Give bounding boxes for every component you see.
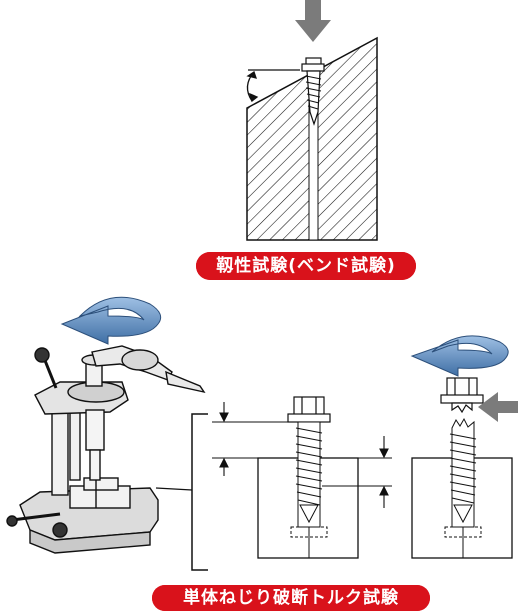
broken-screw-shank <box>449 417 477 528</box>
toughness-test-label: 靱性試験(ベンド試験) <box>196 252 416 280</box>
rotation-arrow-icon <box>60 296 162 345</box>
detail-bracket <box>191 413 208 571</box>
torsion-detail-intact <box>212 396 392 559</box>
rotation-arrow-icon <box>410 335 509 377</box>
bend-angle-indicator <box>246 69 300 103</box>
torsion-test-label: 単体ねじり破断トルク試験 <box>152 585 430 611</box>
hex-screw-head <box>287 396 331 423</box>
left-arrow-icon <box>478 392 518 422</box>
down-arrow-icon <box>295 0 331 42</box>
torque-test-machine <box>6 296 206 554</box>
torsion-detail-broken <box>410 335 518 559</box>
dimension-marks <box>212 402 392 508</box>
bend-test-diagram <box>246 0 378 241</box>
broken-screw-head <box>440 377 484 414</box>
screw-shank <box>295 421 323 528</box>
screw-bend <box>301 57 325 126</box>
